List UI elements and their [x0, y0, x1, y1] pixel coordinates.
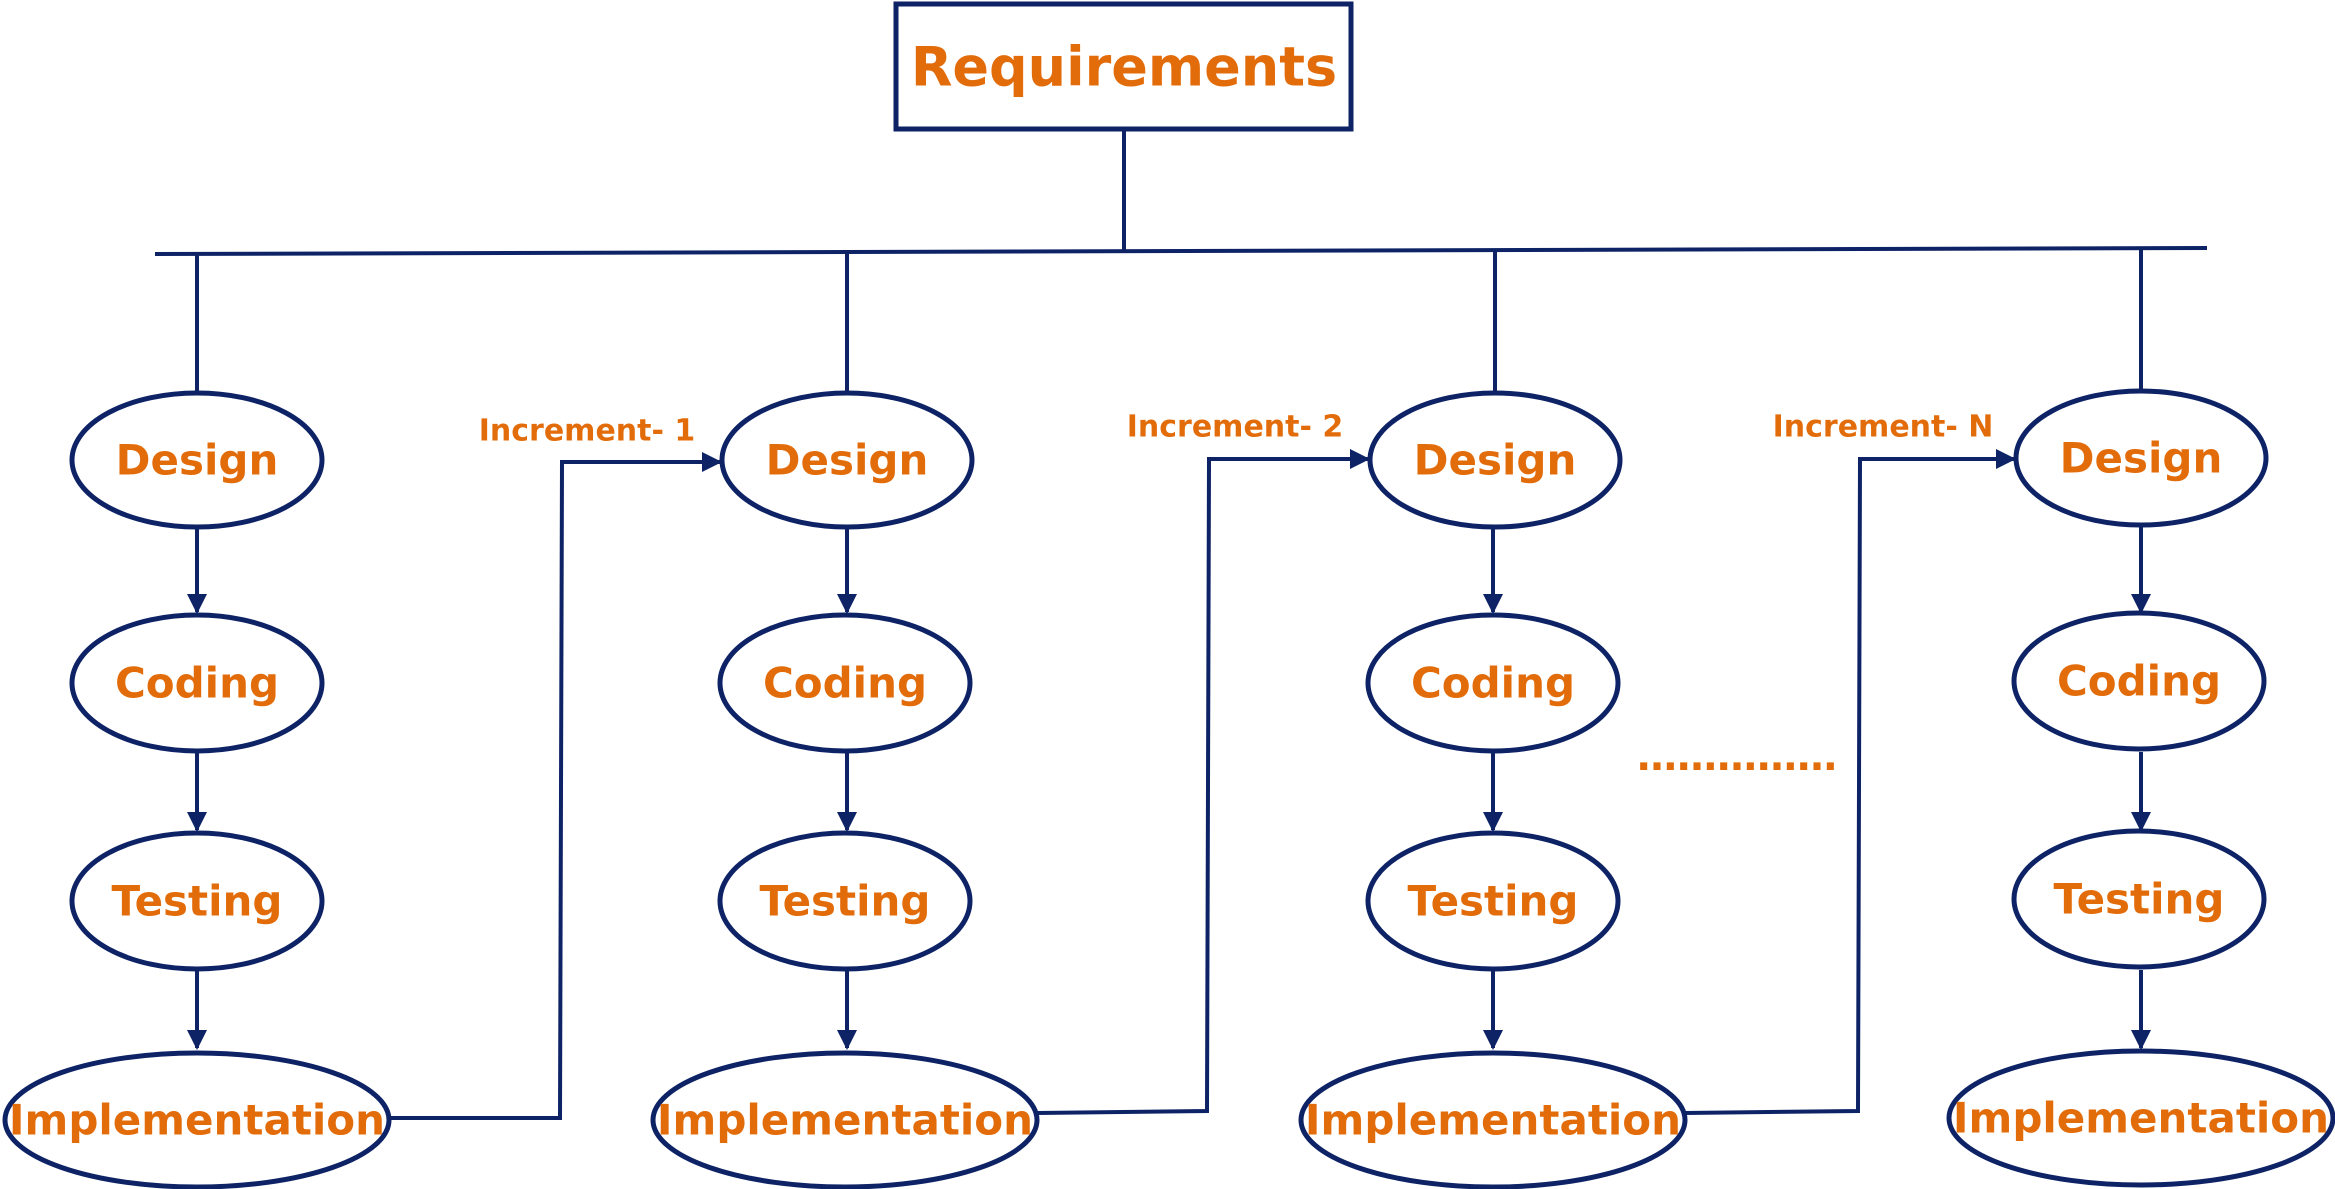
svg-text:Implementation: Implementation	[1305, 1096, 1681, 1145]
increment-n-label: Increment- N	[1773, 410, 1994, 445]
svg-text:Coding: Coding	[115, 659, 279, 708]
coding-node: Coding	[1365, 612, 1621, 754]
continuation-ellipsis: ……………	[1637, 734, 1837, 780]
implementation-node: Implementation	[1946, 1048, 2335, 1188]
svg-text:Testing: Testing	[112, 877, 283, 926]
design-node: Design	[69, 390, 325, 530]
implementation-node: Implementation	[1298, 1050, 1688, 1189]
implementation-node: Implementation	[2, 1050, 392, 1189]
svg-text:Design: Design	[116, 436, 279, 485]
svg-text:Design: Design	[766, 436, 929, 485]
svg-text:Implementation: Implementation	[1953, 1094, 2329, 1143]
requirements-node: Requirements	[893, 1, 1354, 132]
column-1: Design Coding Testing Implementation	[2, 390, 392, 1189]
svg-text:Coding: Coding	[763, 659, 927, 708]
svg-text:Coding: Coding	[2057, 657, 2221, 706]
implementation-node: Implementation	[650, 1050, 1040, 1189]
increment-2-label: Increment- 2	[1127, 410, 1344, 445]
increment-1-label: Increment- 1	[479, 414, 696, 449]
svg-text:Testing: Testing	[760, 877, 931, 926]
column-2: Design Coding Testing Implementation	[650, 390, 1040, 1189]
column-4: Design Coding Testing Implementation	[1946, 388, 2335, 1188]
coding-node: Coding	[2011, 610, 2267, 752]
testing-node: Testing	[1365, 830, 1621, 972]
testing-node: Testing	[2011, 828, 2267, 970]
testing-node: Testing	[69, 830, 325, 972]
column-3: Design Coding Testing Implementation	[1298, 390, 1688, 1189]
design-node: Design	[2013, 388, 2269, 528]
svg-text:Design: Design	[1414, 436, 1577, 485]
svg-text:Testing: Testing	[2054, 875, 2225, 924]
increment-1-connector	[389, 452, 722, 1120]
svg-text:Implementation: Implementation	[657, 1096, 1033, 1145]
svg-text:Coding: Coding	[1411, 659, 1575, 708]
increment-2-connector	[1036, 449, 1370, 1115]
design-node: Design	[1367, 390, 1623, 530]
testing-node: Testing	[717, 830, 973, 972]
coding-node: Coding	[69, 612, 325, 754]
svg-text:Implementation: Implementation	[9, 1096, 385, 1145]
design-node: Design	[719, 390, 975, 530]
branch-bus	[154, 246, 2208, 256]
svg-text:Testing: Testing	[1408, 877, 1579, 926]
requirements-label: Requirements	[911, 36, 1337, 99]
increment-n-connector	[1684, 449, 2016, 1115]
svg-text:Design: Design	[2060, 434, 2223, 483]
coding-node: Coding	[717, 612, 973, 754]
